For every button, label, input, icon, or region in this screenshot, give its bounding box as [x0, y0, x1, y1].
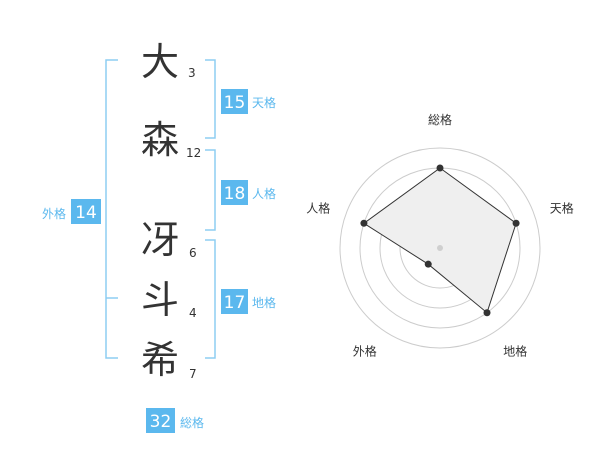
- jinkaku-badge: [221, 180, 248, 205]
- tenkaku-value: 15: [224, 93, 246, 113]
- radar-axis-label: 総格: [428, 112, 452, 127]
- tenkaku-label: 天格: [252, 95, 276, 110]
- soukaku-badge: [146, 408, 175, 433]
- radar-point: [424, 260, 432, 268]
- tenkaku-badge: [221, 89, 248, 114]
- radar-points: [360, 164, 520, 317]
- character-2: 森: [141, 118, 179, 162]
- radar-point: [483, 309, 491, 317]
- jinkaku-label: 人格: [252, 186, 276, 201]
- chikaku-bracket: [205, 239, 216, 359]
- radar-axis-label: 地格: [503, 344, 527, 359]
- stroke-count-2: 12: [186, 146, 201, 160]
- stroke-count-5: 7: [189, 367, 197, 381]
- jinkaku-bracket: [205, 149, 216, 231]
- chikaku-value: 17: [224, 293, 246, 313]
- gaikaku-bracket: [105, 59, 118, 359]
- radar-axis-label: 外格: [353, 344, 377, 359]
- gaikaku-value: 14: [75, 203, 97, 223]
- stroke-count-4: 4: [189, 306, 197, 320]
- soukaku-label: 総格: [180, 415, 204, 430]
- soukaku-value: 32: [150, 412, 172, 432]
- radar-point: [512, 219, 520, 227]
- tenkaku-bracket: [205, 59, 216, 139]
- radar-center-dot: [437, 245, 443, 251]
- radar-grid-ring: [339, 147, 541, 349]
- stroke-count-1: 3: [188, 66, 196, 80]
- radar-point: [360, 219, 368, 227]
- radar-area: [363, 167, 517, 314]
- radar-axis-label: 天格: [550, 200, 574, 215]
- character-1: 大: [141, 40, 179, 84]
- radar-axis-label: 人格: [306, 200, 330, 215]
- gaikaku-badge: [71, 199, 101, 224]
- stroke-count-3: 6: [189, 246, 197, 260]
- jinkaku-value: 18: [224, 184, 246, 204]
- name-diagram: 大 森 冴 斗 希 3 12 6 4 7 15 天格 18 人格 17 地格 外…: [42, 40, 276, 433]
- character-3: 冴: [141, 218, 179, 262]
- character-4: 斗: [141, 278, 179, 322]
- character-5: 希: [141, 338, 179, 382]
- chikaku-label: 地格: [252, 295, 276, 310]
- chikaku-badge: [221, 289, 248, 314]
- gaikaku-label: 外格: [42, 206, 66, 221]
- radar-point: [436, 164, 444, 172]
